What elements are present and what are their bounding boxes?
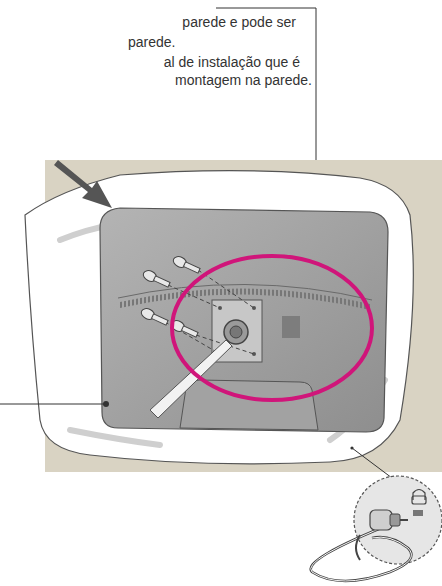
note-text: parede e pode ser — [182, 14, 296, 31]
note-text: al de instalação que é — [164, 54, 300, 71]
note-text: parede. — [128, 34, 175, 51]
leader-line — [352, 448, 392, 478]
monitor-back — [100, 208, 388, 432]
leader-line — [0, 404, 104, 405]
cushion — [25, 171, 413, 464]
lock-detail — [354, 476, 442, 564]
note-text: montagem na parede. — [175, 72, 312, 89]
security-lock — [311, 510, 412, 581]
highlight-circle — [172, 256, 372, 400]
pointer-arrow — [54, 160, 112, 208]
